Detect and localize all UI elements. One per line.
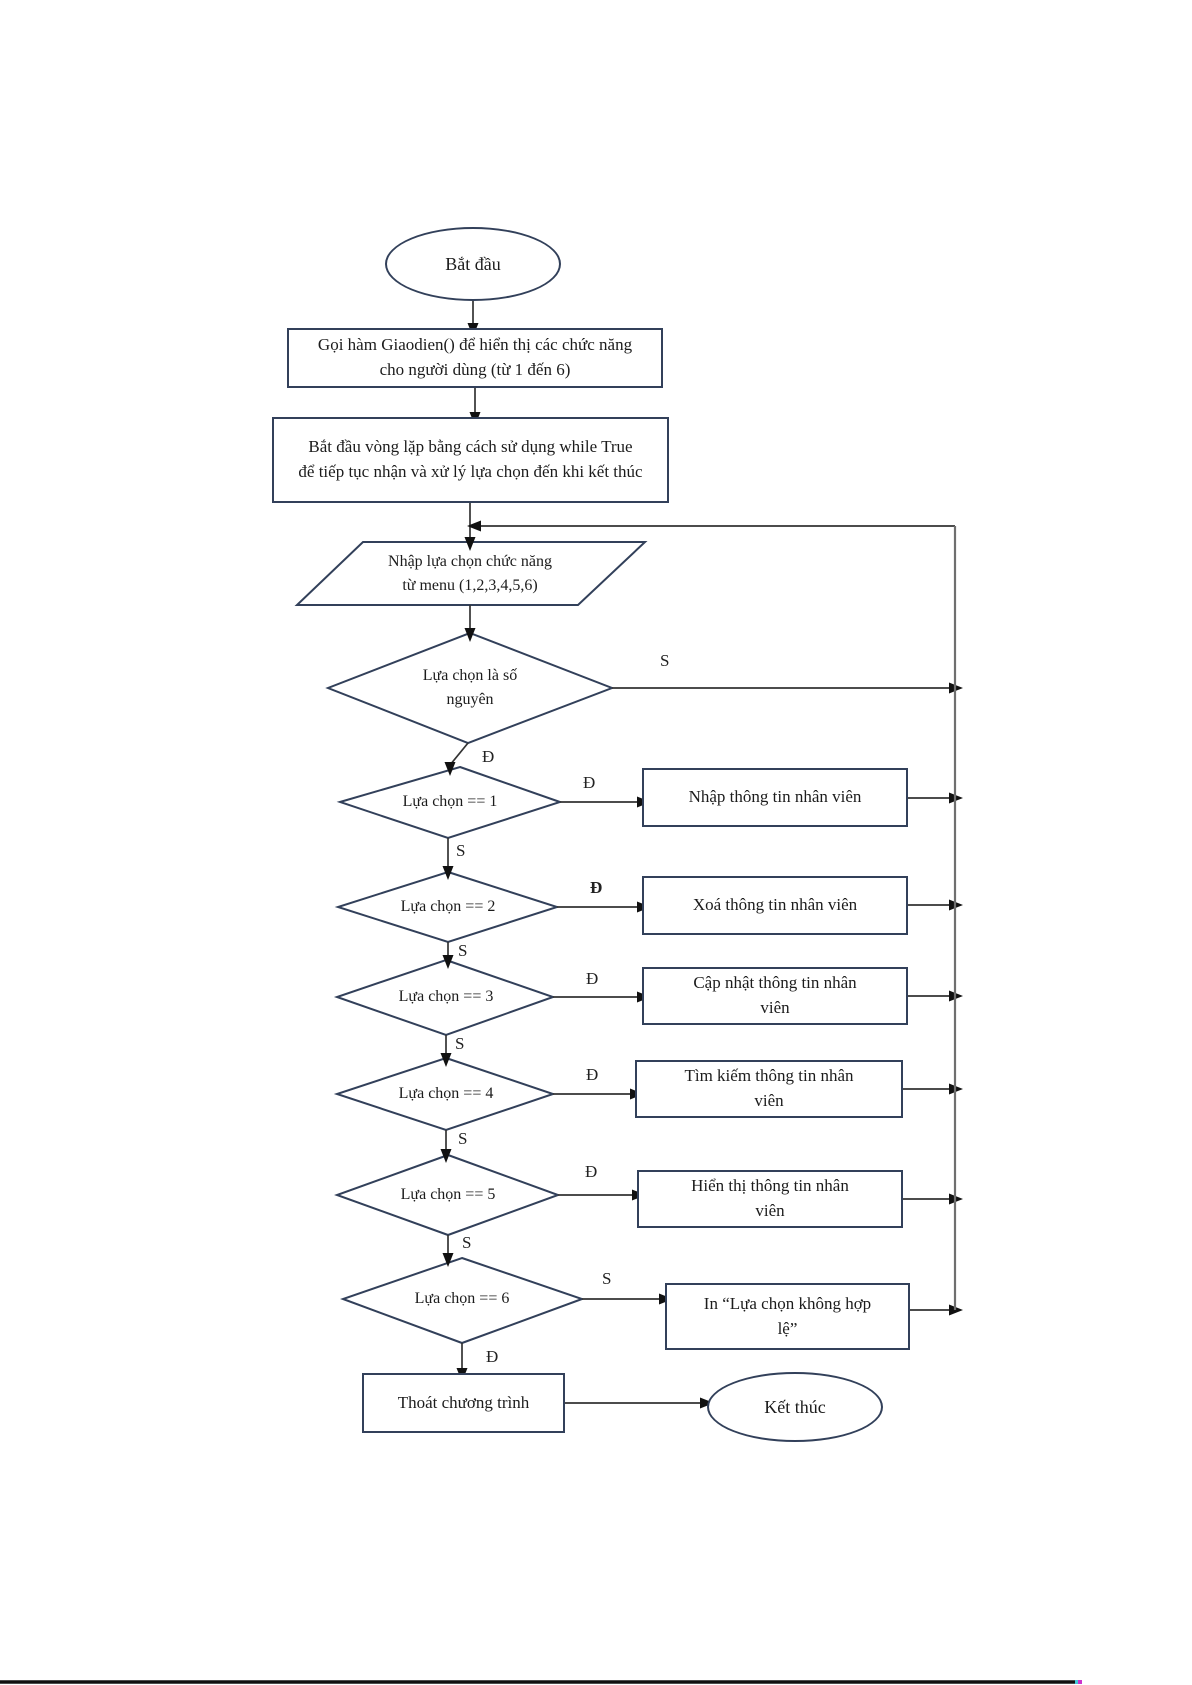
arrowhead	[467, 520, 481, 532]
edge-label-true-integer: Đ	[482, 747, 495, 766]
edge-label-true-choice4: Đ	[586, 1065, 599, 1084]
edge-label-true-choice1: Đ	[583, 773, 596, 792]
node-action5: Hiển thị thông tin nhân viên	[637, 1170, 903, 1228]
io-parallelogram-shape	[294, 541, 648, 606]
edge-label-true-choice3: Đ	[586, 969, 599, 988]
edge-label-false-choice2: S	[458, 941, 468, 960]
node-while-loop: Bắt đầu vòng lặp bằng cách sử dụng while…	[272, 417, 669, 503]
node-check3-label: Lựa chọn == 3	[398, 988, 494, 1005]
node-check5-label: Lựa chọn == 5	[400, 1186, 496, 1203]
arrowhead	[440, 1149, 452, 1163]
node-action4: Tìm kiếm thông tin nhân viên	[635, 1060, 903, 1118]
node-check-integer-label: Lựa chọn là số nguyên	[422, 667, 518, 708]
edge-label-true-choice6: Đ	[486, 1347, 499, 1366]
flow-line	[449, 742, 469, 766]
edge-label-false-choice4: S	[458, 1129, 468, 1148]
node-check6-label: Lựa chọn == 6	[414, 1290, 510, 1307]
scan-artifact-dot	[1078, 1680, 1082, 1684]
node-check1-label: Lựa chọn == 1	[402, 793, 498, 810]
arrowhead	[442, 866, 454, 880]
arrowhead	[442, 955, 454, 969]
edge-label-false-integer: S	[660, 651, 670, 670]
arrowhead	[440, 1053, 452, 1067]
edge-label-true-choice2: Đ	[590, 878, 603, 897]
node-action2: Xoá thông tin nhân viên	[642, 876, 908, 935]
node-action3: Cập nhật thông tin nhân viên	[642, 967, 908, 1025]
node-call-giaodien: Gọi hàm Giaodien() để hiển thị các chức …	[287, 328, 663, 388]
node-check4-label: Lựa chọn == 4	[398, 1085, 494, 1102]
node-input-choice-label: Nhập lựa chọn chức năng từ menu (1,2,3,4…	[388, 553, 552, 594]
node-end: Kết thúc	[707, 1372, 883, 1442]
edge-label-false-choice1: S	[456, 841, 466, 860]
node-action1: Nhập thông tin nhân viên	[642, 768, 908, 827]
arrowhead	[464, 628, 476, 642]
node-exit: Thoát chương trình	[362, 1373, 565, 1433]
arrowhead	[444, 762, 456, 776]
node-start: Bắt đầu	[385, 227, 561, 301]
arrowhead	[442, 1253, 454, 1267]
edge-label-false-choice3: S	[455, 1034, 465, 1053]
edge-label-false-choice6: S	[602, 1269, 612, 1288]
node-action6: In “Lựa chọn không hợp lệ”	[665, 1283, 910, 1350]
edge-label-true-choice5: Đ	[585, 1162, 598, 1181]
arrowhead	[464, 537, 476, 551]
node-check2-label: Lựa chọn == 2	[400, 898, 496, 915]
edge-label-false-choice5: S	[462, 1233, 472, 1252]
